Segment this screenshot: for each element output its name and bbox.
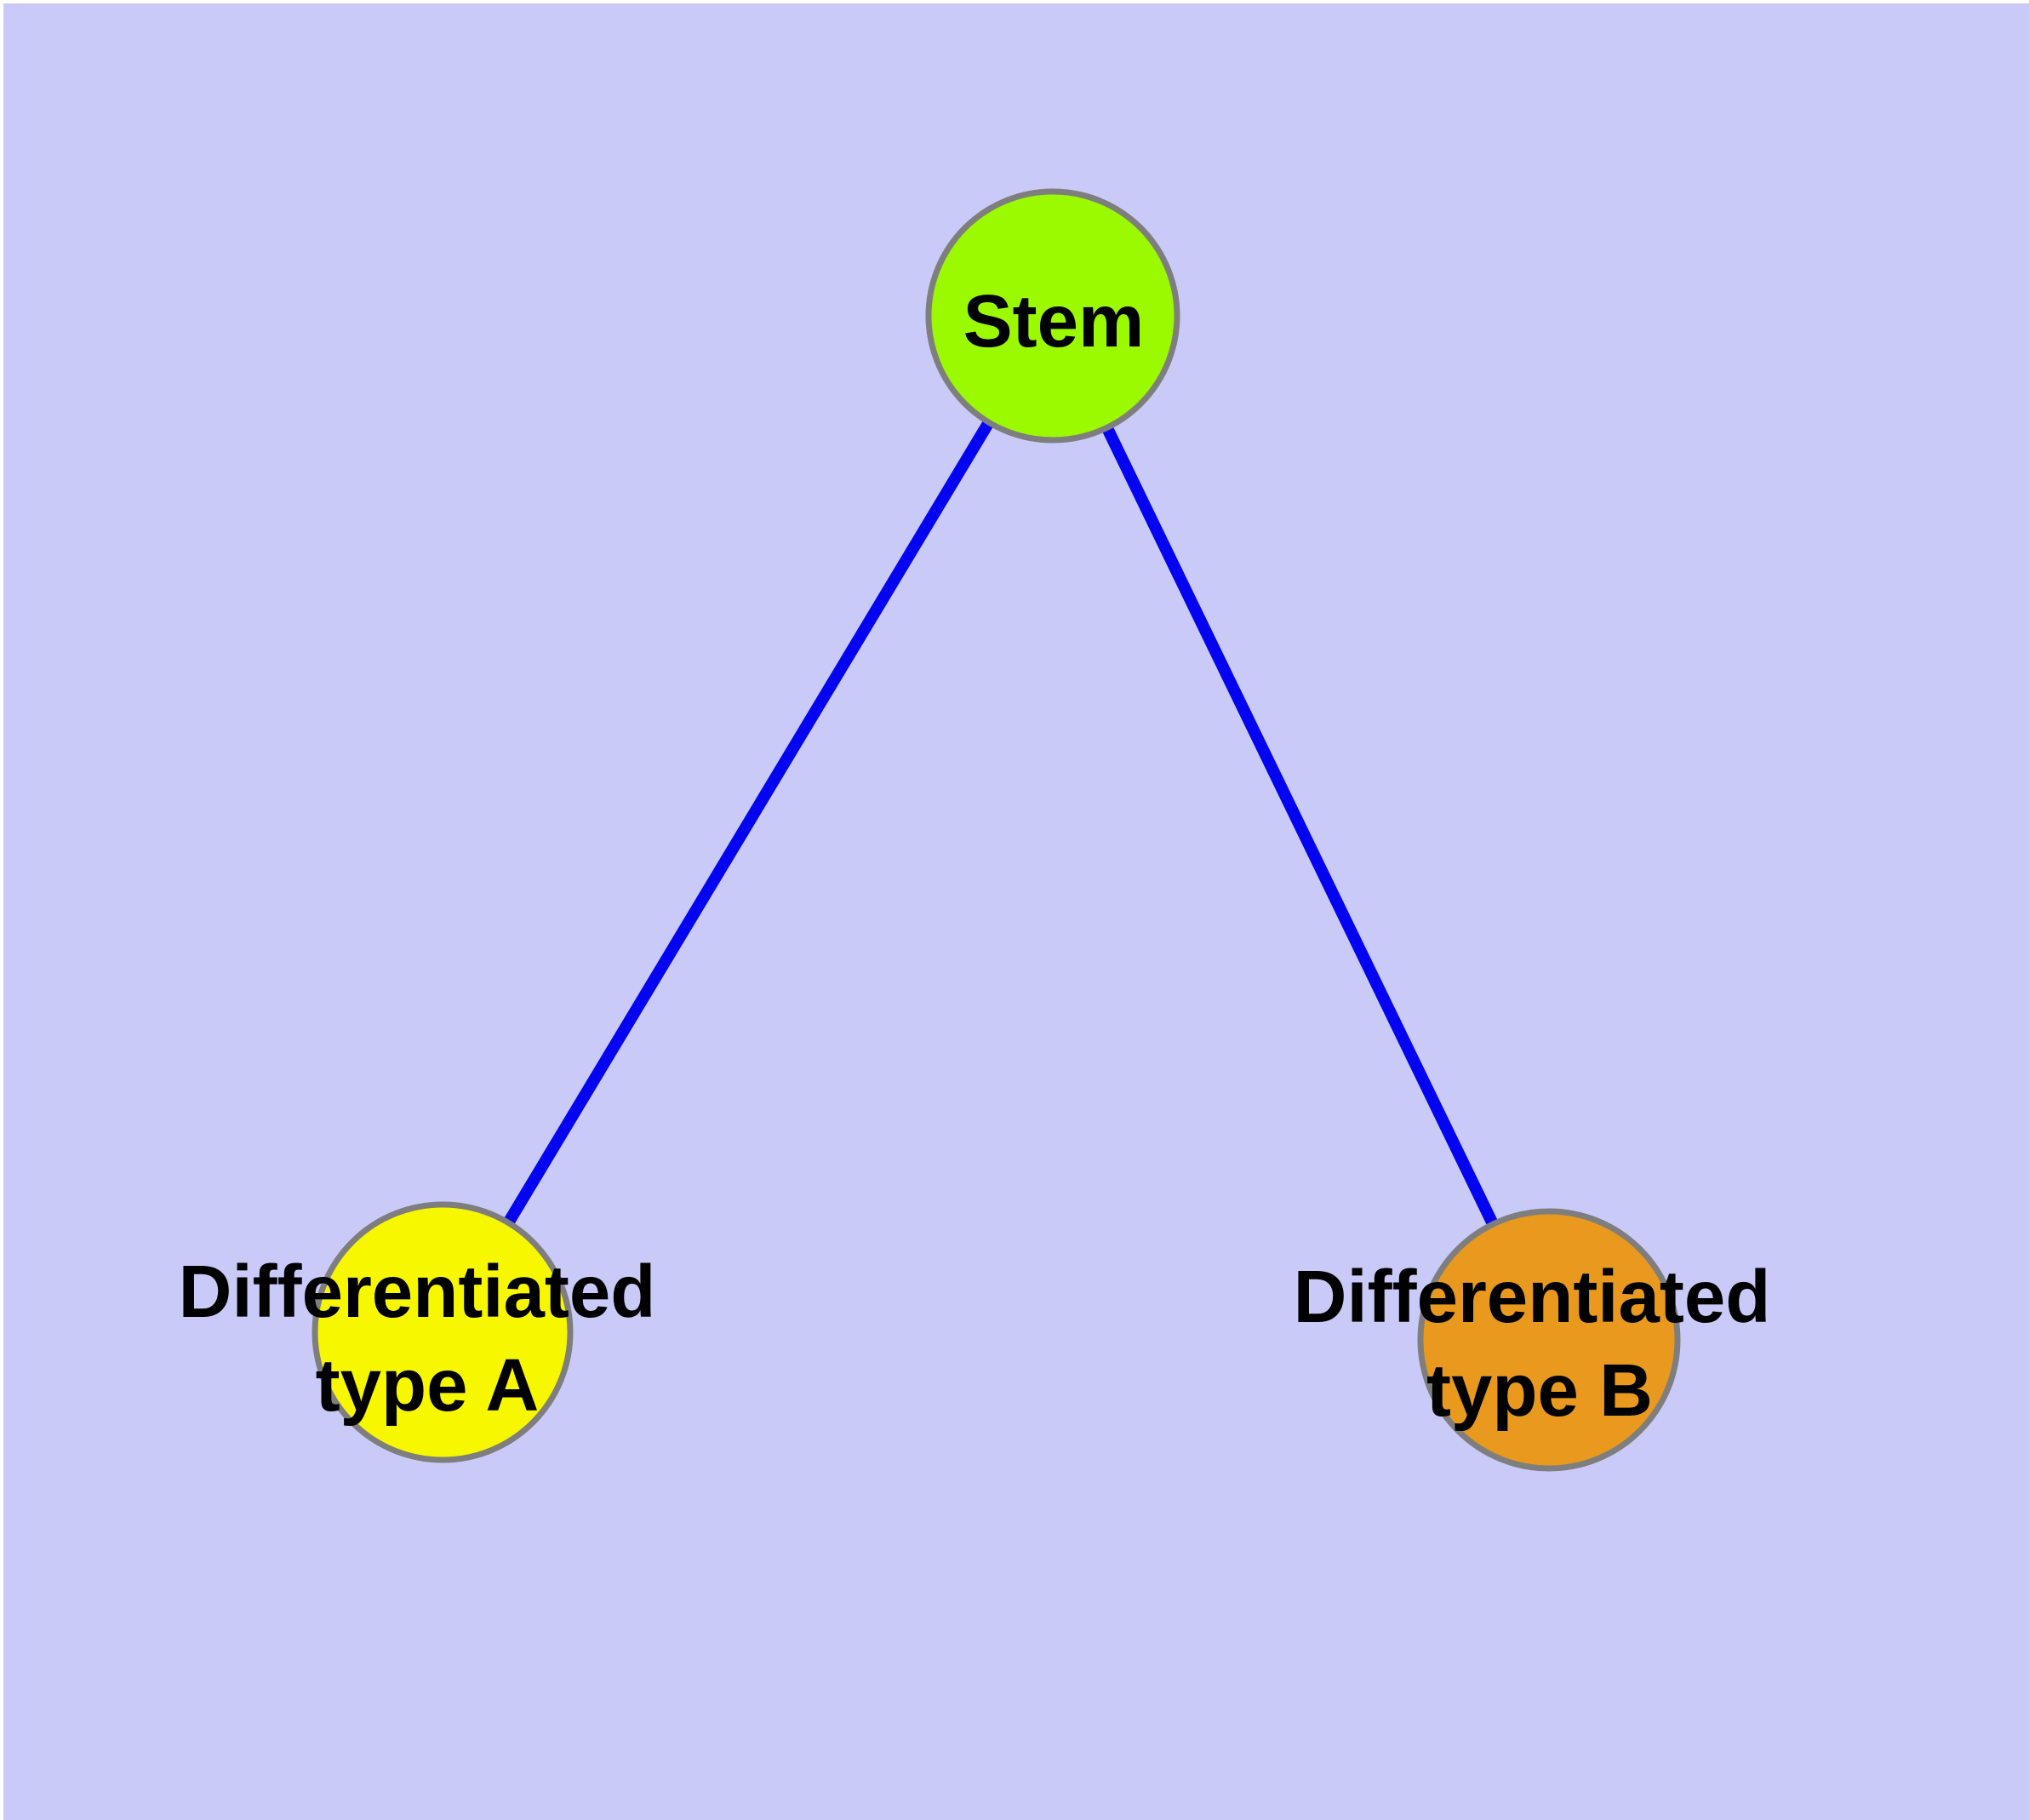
node-type-a-label-line2: type A — [316, 1344, 540, 1427]
node-stem — [925, 188, 1180, 444]
node-type-a-label-line1: Differentiated — [179, 1251, 656, 1333]
edge-stem-to-type-a — [437, 312, 1059, 1336]
node-stem-label: Stem — [963, 280, 1145, 363]
node-differentiated-type-a — [311, 1201, 574, 1463]
node-type-b-label-line1: Differentiated — [1294, 1256, 1771, 1338]
node-type-b-label-line2: type B — [1426, 1349, 1653, 1432]
edge-stem-to-type-b — [1047, 312, 1555, 1343]
node-differentiated-type-b — [1417, 1208, 1681, 1472]
